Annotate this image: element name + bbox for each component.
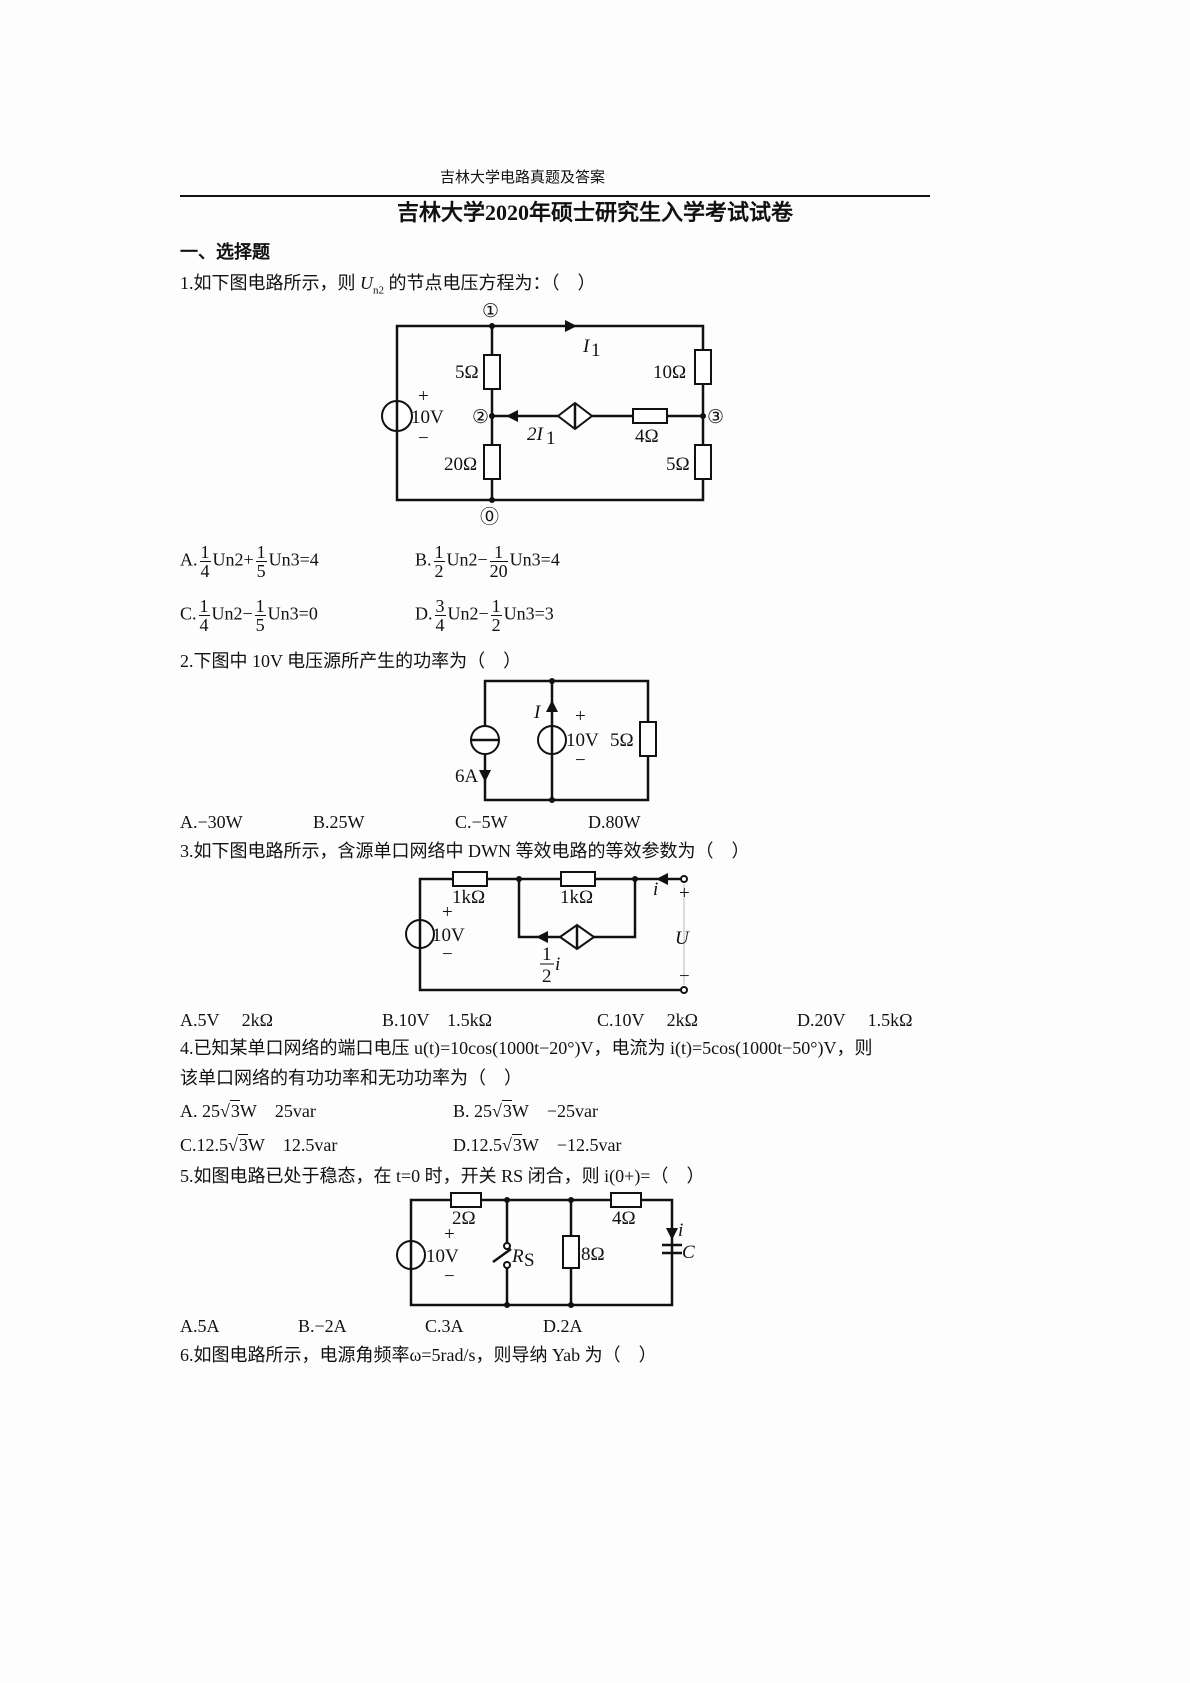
option-4d[interactable]: D.12.5√3W −12.5var bbox=[453, 1134, 622, 1155]
resistor-icon bbox=[560, 871, 596, 887]
circuit-label: R bbox=[511, 1246, 524, 1267]
circuit-label: + bbox=[442, 902, 453, 923]
circuit-label: ② bbox=[472, 407, 489, 428]
resistor-icon bbox=[452, 871, 488, 887]
circuit-label: + bbox=[575, 706, 586, 727]
circuit-label: 6A bbox=[455, 766, 479, 787]
option-3b[interactable]: B.10V 1.5kΩ bbox=[382, 1010, 493, 1030]
option-2b[interactable]: B.25W bbox=[313, 812, 365, 832]
question-6: 6.如图电路所示，电源角频率ω=5rad/s，则导纳 Yab 为（ ） bbox=[180, 1345, 657, 1365]
circuit-label: − bbox=[679, 966, 690, 987]
circuit-label: ③ bbox=[707, 407, 724, 428]
circuit-label: S bbox=[524, 1250, 535, 1271]
header-rule bbox=[180, 195, 930, 197]
resistor-icon bbox=[483, 444, 501, 480]
circuit-label: 4Ω bbox=[635, 426, 659, 447]
option-3c[interactable]: C.10V 2kΩ bbox=[597, 1010, 699, 1030]
option-4a[interactable]: A. 25√3W 25var bbox=[180, 1100, 316, 1121]
question-4-line1: 4.已知某单口网络的端口电压 u(t)=10cos(1000t−20°)V，电流… bbox=[180, 1038, 873, 1058]
question-1: 1.如下图电路所示，则 Un2 的节点电压方程为：（ ） bbox=[180, 273, 596, 297]
switch-icon bbox=[492, 1242, 512, 1269]
circuit-label: i bbox=[555, 954, 560, 975]
circuit-label: 10V bbox=[566, 730, 599, 751]
option-5b[interactable]: B.−2A bbox=[298, 1316, 347, 1336]
circuit-label: 1 bbox=[542, 944, 552, 965]
exam-title: 吉林大学2020年硕士研究生入学考试试卷 bbox=[396, 200, 793, 225]
circuit-diagram-2: I + 10V − 5Ω 6A bbox=[455, 678, 657, 803]
circuit-label: 5Ω bbox=[610, 730, 634, 751]
circuit-label: 1kΩ bbox=[560, 887, 593, 908]
option-2a[interactable]: A.−30W bbox=[180, 812, 243, 832]
circuit-label: 10V bbox=[411, 407, 444, 428]
resistor-icon bbox=[562, 1235, 580, 1269]
circuit-label: 1 bbox=[591, 340, 601, 361]
option-3d[interactable]: D.20V 1.5kΩ bbox=[797, 1010, 913, 1030]
circuit-label: U bbox=[675, 928, 690, 949]
circuit-label: − bbox=[418, 428, 429, 449]
circuit-label: 10V bbox=[426, 1246, 459, 1267]
resistor-icon bbox=[450, 1192, 482, 1208]
circuit-label: 1 bbox=[546, 428, 556, 449]
circuit-label: C bbox=[682, 1242, 695, 1263]
circuit-label: 2I bbox=[527, 424, 545, 445]
question-4-line2: 该单口网络的有功功率和无功功率为（ ） bbox=[180, 1068, 522, 1088]
circuit-label: 5Ω bbox=[666, 454, 690, 475]
circuit-label: 4Ω bbox=[612, 1208, 636, 1229]
option-4c[interactable]: C.12.5√3W 12.5var bbox=[180, 1134, 338, 1155]
page-header: 吉林大学电路真题及答案 bbox=[440, 168, 606, 186]
resistor-icon bbox=[639, 721, 657, 757]
resistor-icon bbox=[632, 408, 668, 424]
circuit-label: 2 bbox=[542, 966, 552, 987]
circuit-label: 8Ω bbox=[581, 1244, 605, 1265]
option-4b[interactable]: B. 25√3W −25var bbox=[453, 1100, 599, 1121]
resistor-icon bbox=[694, 444, 712, 480]
capacitor-icon bbox=[662, 1243, 682, 1255]
circuit-label: ① bbox=[482, 301, 499, 322]
circuit-label: 1kΩ bbox=[452, 887, 485, 908]
option-5d[interactable]: D.2A bbox=[543, 1316, 583, 1336]
circuit-label: − bbox=[444, 1266, 455, 1287]
option-2d[interactable]: D.80W bbox=[588, 812, 641, 832]
circuit-label: − bbox=[575, 750, 586, 771]
resistor-icon bbox=[610, 1192, 642, 1208]
resistor-icon bbox=[483, 354, 501, 390]
circuit-label: − bbox=[442, 944, 453, 965]
resistor-icon bbox=[694, 349, 712, 385]
option-2c[interactable]: C.−5W bbox=[455, 812, 508, 832]
circuit-label: 5Ω bbox=[455, 362, 479, 383]
circuit-label: 10V bbox=[432, 925, 465, 946]
circuit-label: I bbox=[582, 336, 591, 357]
section-heading: 一、选择题 bbox=[180, 242, 270, 262]
circuit-label: I bbox=[533, 702, 542, 723]
option-3a[interactable]: A.5V 2kΩ bbox=[180, 1010, 274, 1030]
arrow-icon bbox=[506, 320, 577, 422]
option-5a[interactable]: A.5A bbox=[180, 1316, 220, 1336]
circuit-label: + bbox=[444, 1224, 455, 1245]
circuit-label: ⓪ bbox=[480, 506, 499, 528]
circuit-label: 2Ω bbox=[452, 1208, 476, 1229]
circuit-label: 10Ω bbox=[653, 362, 686, 383]
circuit-label: i bbox=[678, 1220, 683, 1241]
question-2: 2.下图中 10V 电压源所产生的功率为（ ） bbox=[180, 651, 522, 671]
circuit-label: 20Ω bbox=[444, 454, 477, 475]
option-5c[interactable]: C.3A bbox=[425, 1316, 464, 1336]
circuit-label: + bbox=[679, 883, 690, 904]
circuit-label: + bbox=[418, 386, 429, 407]
circuit-label: i bbox=[653, 879, 658, 900]
question-3: 3.如下图电路所示，含源单口网络中 DWN 等效电路的等效参数为（ ） bbox=[180, 841, 750, 861]
question-5: 5.如图电路已处于稳态，在 t=0 时，开关 RS 闭合，则 i(0+)=（ ） bbox=[180, 1166, 705, 1186]
circuit-diagram-3: 1kΩ 1kΩ + 10V − i + U − 1 2 i bbox=[405, 871, 690, 994]
